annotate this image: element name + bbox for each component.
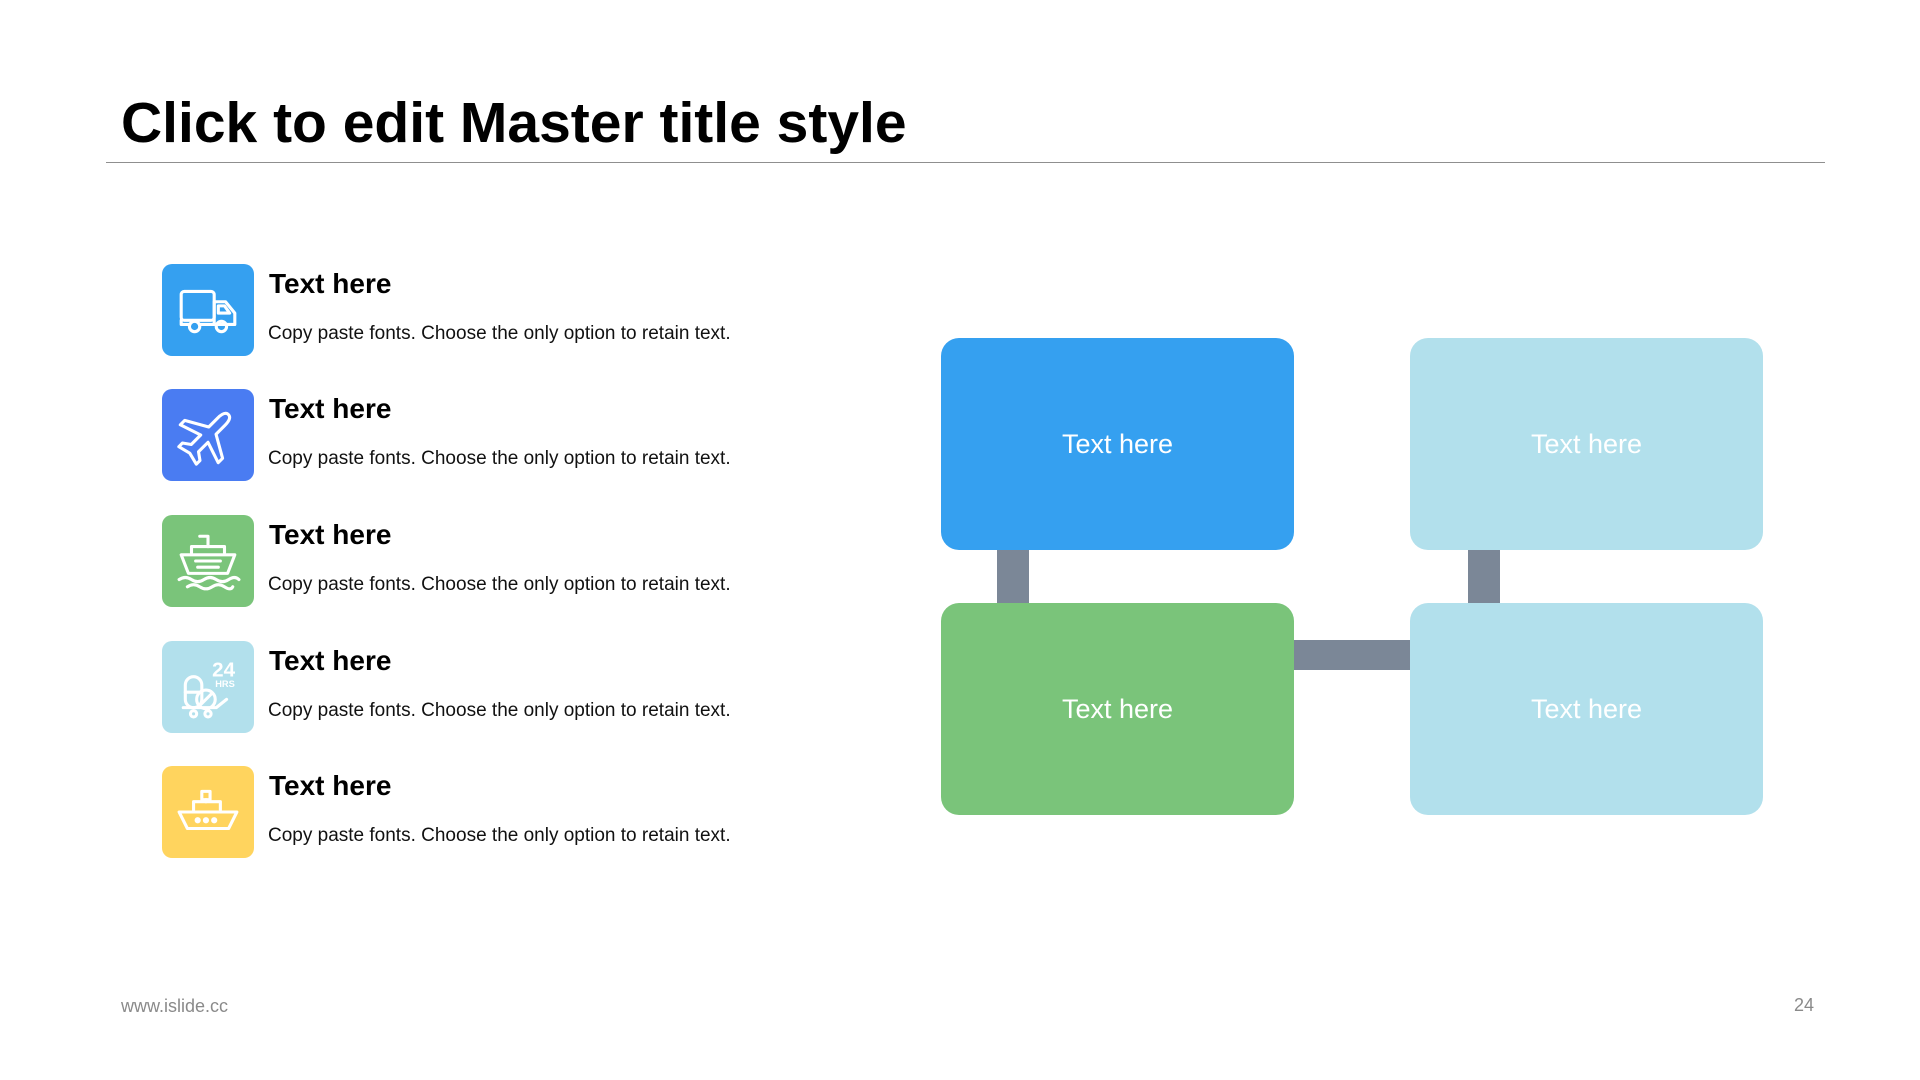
- feature-description: Copy paste fonts. Choose the only option…: [268, 323, 731, 344]
- feature-title: Text here: [269, 645, 392, 676]
- feature-icon-box: 24 HRS: [162, 641, 254, 733]
- diagram-box-label: Text here: [1530, 429, 1643, 459]
- footer-website-link[interactable]: www.islide.cc: [121, 996, 229, 1016]
- feature-icon-box: [162, 515, 254, 607]
- feature-item-3: Text here Copy paste fonts. Choose the o…: [162, 515, 862, 607]
- feature-item-4: 24 HRS Text here Copy paste fonts. Choos…: [162, 641, 862, 733]
- diagram-box-label: Text here: [1061, 429, 1174, 459]
- truck-icon: [179, 289, 237, 334]
- ship-icon: [177, 534, 241, 591]
- connector-vertical-left: [997, 550, 1029, 606]
- feature-icon-box: [162, 264, 254, 356]
- feature-icon-box: [162, 389, 254, 481]
- diagram-box-bottom-right: Text here: [1410, 603, 1763, 815]
- connector-horizontal: [1294, 640, 1410, 670]
- 24hrs-delivery-icon: 24 HRS: [181, 659, 236, 719]
- feature-description: Copy paste fonts. Choose the only option…: [268, 700, 731, 721]
- airplane-icon: [177, 411, 232, 466]
- diagram-box-top-left: Text here: [941, 338, 1294, 550]
- diagram-box-label: Text here: [1530, 694, 1643, 724]
- connector-vertical-right: [1468, 550, 1500, 606]
- feature-title: Text here: [269, 770, 392, 801]
- diagram-box-top-right: Text here: [1410, 338, 1763, 550]
- feature-item-5: Text here Copy paste fonts. Choose the o…: [162, 766, 862, 858]
- svg-text:HRS: HRS: [215, 679, 235, 689]
- page-title: Click to edit Master title style: [121, 91, 907, 155]
- feature-title: Text here: [269, 268, 392, 299]
- feature-description: Copy paste fonts. Choose the only option…: [268, 448, 731, 469]
- feature-description: Copy paste fonts. Choose the only option…: [268, 574, 731, 595]
- diagram-box-bottom-left: Text here: [941, 603, 1294, 815]
- svg-text:24: 24: [212, 659, 235, 682]
- diagram-box-label: Text here: [1061, 694, 1174, 724]
- feature-item-1: Text here Copy paste fonts. Choose the o…: [162, 264, 862, 356]
- feature-description: Copy paste fonts. Choose the only option…: [268, 825, 731, 846]
- feature-title: Text here: [269, 519, 392, 550]
- page-number: 24: [1793, 995, 1814, 1015]
- feature-item-2: Text here Copy paste fonts. Choose the o…: [162, 389, 862, 481]
- boat-icon: [177, 789, 239, 831]
- title-divider: [106, 162, 1825, 163]
- feature-icon-box: [162, 766, 254, 858]
- feature-title: Text here: [269, 393, 392, 424]
